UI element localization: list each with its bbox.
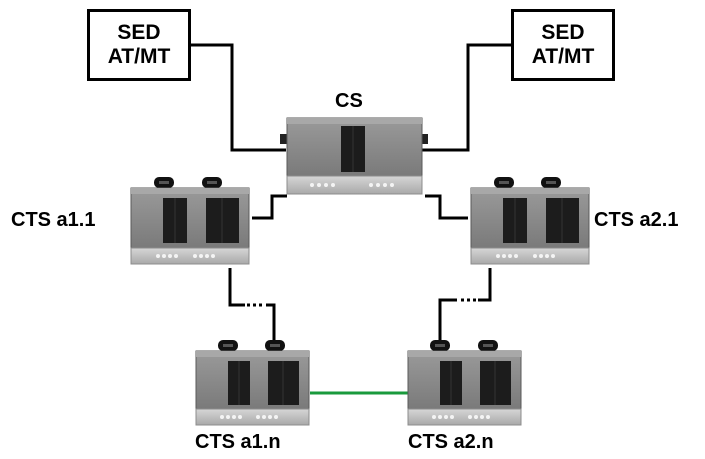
sed-box-right: SED AT/MT bbox=[511, 9, 615, 81]
cts-a2-1-label: CTS a2.1 bbox=[594, 209, 679, 231]
sed-right-line2: AT/MT bbox=[531, 45, 595, 68]
sed-left-line1: SED bbox=[117, 21, 161, 44]
cs-cabinet bbox=[280, 117, 428, 195]
link-cs-to-cts-a2-1 bbox=[425, 194, 468, 220]
cts-a1-1-cabinet bbox=[130, 177, 250, 265]
cs-label: CS bbox=[335, 90, 363, 112]
cts-a2-1-cabinet bbox=[470, 177, 590, 265]
cts-a1-n-label: CTS a1.n bbox=[195, 431, 281, 453]
link-cts-a2-1-to-cts-a2-n-lower bbox=[438, 298, 457, 340]
cts-a1-1-label: CTS a1.1 bbox=[11, 209, 96, 231]
cts-a2-n-cabinet bbox=[407, 340, 522, 426]
cts-a1-n-cabinet bbox=[195, 340, 310, 426]
sed-left-line2: AT/MT bbox=[107, 45, 171, 68]
links bbox=[190, 43, 512, 340]
link-cs-to-cts-a1-1 bbox=[252, 194, 287, 220]
cts-a2-n-label: CTS a2.n bbox=[408, 431, 494, 453]
link-cts-a1-1-to-cts-a1-n-lower bbox=[266, 303, 276, 340]
link-cts-a1-1-to-cts-a1-n bbox=[228, 268, 245, 307]
link-sed-right-to-cs bbox=[422, 43, 512, 152]
link-sed-left-to-cs bbox=[190, 43, 286, 152]
link-cts-a2-1-to-cts-a2-n bbox=[478, 268, 492, 302]
sed-right-line1: SED bbox=[541, 21, 585, 44]
sed-box-left: SED AT/MT bbox=[87, 9, 191, 81]
